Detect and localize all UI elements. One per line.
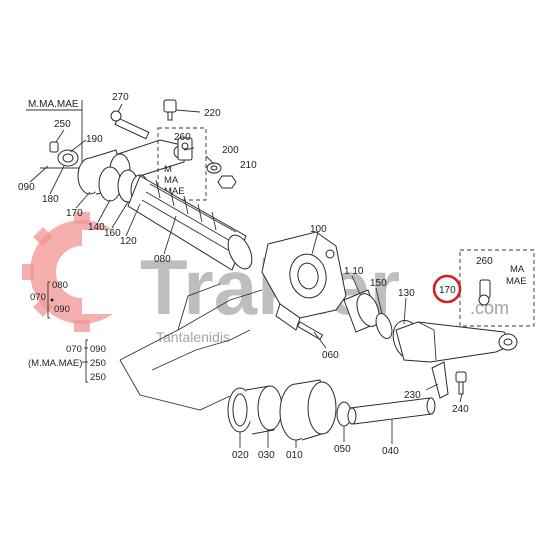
pin-270 (110, 110, 150, 140)
callout-020: 020 (232, 450, 249, 461)
ring-150 (375, 313, 393, 339)
watermark-sub: Tantalenidis (156, 329, 230, 345)
svg-text:070: 070 (30, 292, 46, 303)
callout-090: 090 (18, 182, 35, 193)
model-right-labels: MA MAE (506, 264, 527, 287)
svg-text:(M.MA.MAE): (M.MA.MAE) (28, 358, 82, 369)
washer-200 (206, 162, 222, 174)
callout-200: 200 (222, 145, 239, 156)
clip-260 (478, 279, 491, 306)
bracket-230 (431, 361, 449, 399)
housing-100 (261, 231, 347, 331)
svg-text:090: 090 (90, 344, 106, 355)
svg-text:MAE: MAE (506, 276, 527, 287)
callout-110: 1 10 (344, 266, 364, 277)
shaft-080 (127, 175, 253, 271)
callout-240: 240 (452, 404, 469, 415)
highlighted-callout-170: 170 (432, 274, 462, 304)
bottom-left-group-labels: 070 090 (M.MA.MAE) 250 250 (28, 339, 106, 383)
callout-170b: 170 (439, 285, 456, 296)
callout-220: 220 (204, 108, 221, 119)
callout-160: 160 (104, 228, 121, 239)
callout-150: 150 (370, 278, 387, 289)
callout-140: 140 (88, 222, 105, 233)
svg-text:090: 090 (54, 304, 70, 315)
callout-080: 080 (154, 254, 171, 265)
highlight-circle (432, 274, 462, 304)
callout-100: 100 (310, 224, 327, 235)
leader-lines (29, 103, 463, 448)
callout-210: 210 (240, 160, 257, 171)
callout-060: 060 (322, 350, 339, 361)
svg-text:MA: MA (164, 175, 179, 186)
pin-040 (347, 397, 436, 425)
bushing-030 (245, 385, 283, 435)
pin-250 (49, 141, 59, 153)
svg-text:MA: MA (510, 264, 525, 275)
callout-270: 270 (112, 92, 129, 103)
callout-230: 230 (404, 390, 421, 401)
svg-text:070: 070 (66, 344, 82, 355)
callout-260b: 260 (476, 256, 493, 267)
callout-130: 130 (398, 288, 415, 299)
callout-030: 030 (258, 450, 275, 461)
model-top-text: M.MA.MAE (28, 99, 79, 110)
callout-040: 040 (382, 446, 399, 457)
watermark-domain: .com (470, 298, 509, 318)
model-box-labels: M MA MAE (164, 164, 185, 197)
svg-text:080: 080 (52, 280, 68, 291)
svg-text:250: 250 (90, 358, 106, 369)
bracket-260 (177, 137, 193, 161)
callout-010: 010 (286, 450, 303, 461)
callout-170: 170 (66, 208, 83, 219)
bolt-240 (455, 371, 467, 395)
callout-labels: 270 220 250 190 260 200 210 090 180 170 … (18, 92, 493, 461)
case-outline (119, 283, 263, 411)
svg-text:M: M (164, 164, 172, 175)
callout-180: 180 (42, 194, 59, 205)
model-label-top: M.MA.MAE (26, 99, 82, 111)
gear-logo-icon (22, 212, 142, 332)
ring-180 (57, 149, 79, 167)
svg-text:250: 250 (90, 372, 106, 383)
nut-210 (217, 175, 237, 189)
left-group-labels: 080 070 090 (30, 280, 70, 319)
callout-190: 190 (86, 134, 103, 145)
callout-120: 120 (120, 236, 137, 247)
callout-250: 250 (54, 119, 71, 130)
callout-260a: 260 (174, 132, 191, 143)
bolt-220 (163, 99, 201, 121)
callout-050: 050 (334, 444, 351, 455)
lift-arm-right (395, 321, 518, 363)
svg-text:MAE: MAE (164, 186, 185, 197)
ring-020 (227, 387, 253, 433)
bushing-010 (279, 379, 337, 441)
